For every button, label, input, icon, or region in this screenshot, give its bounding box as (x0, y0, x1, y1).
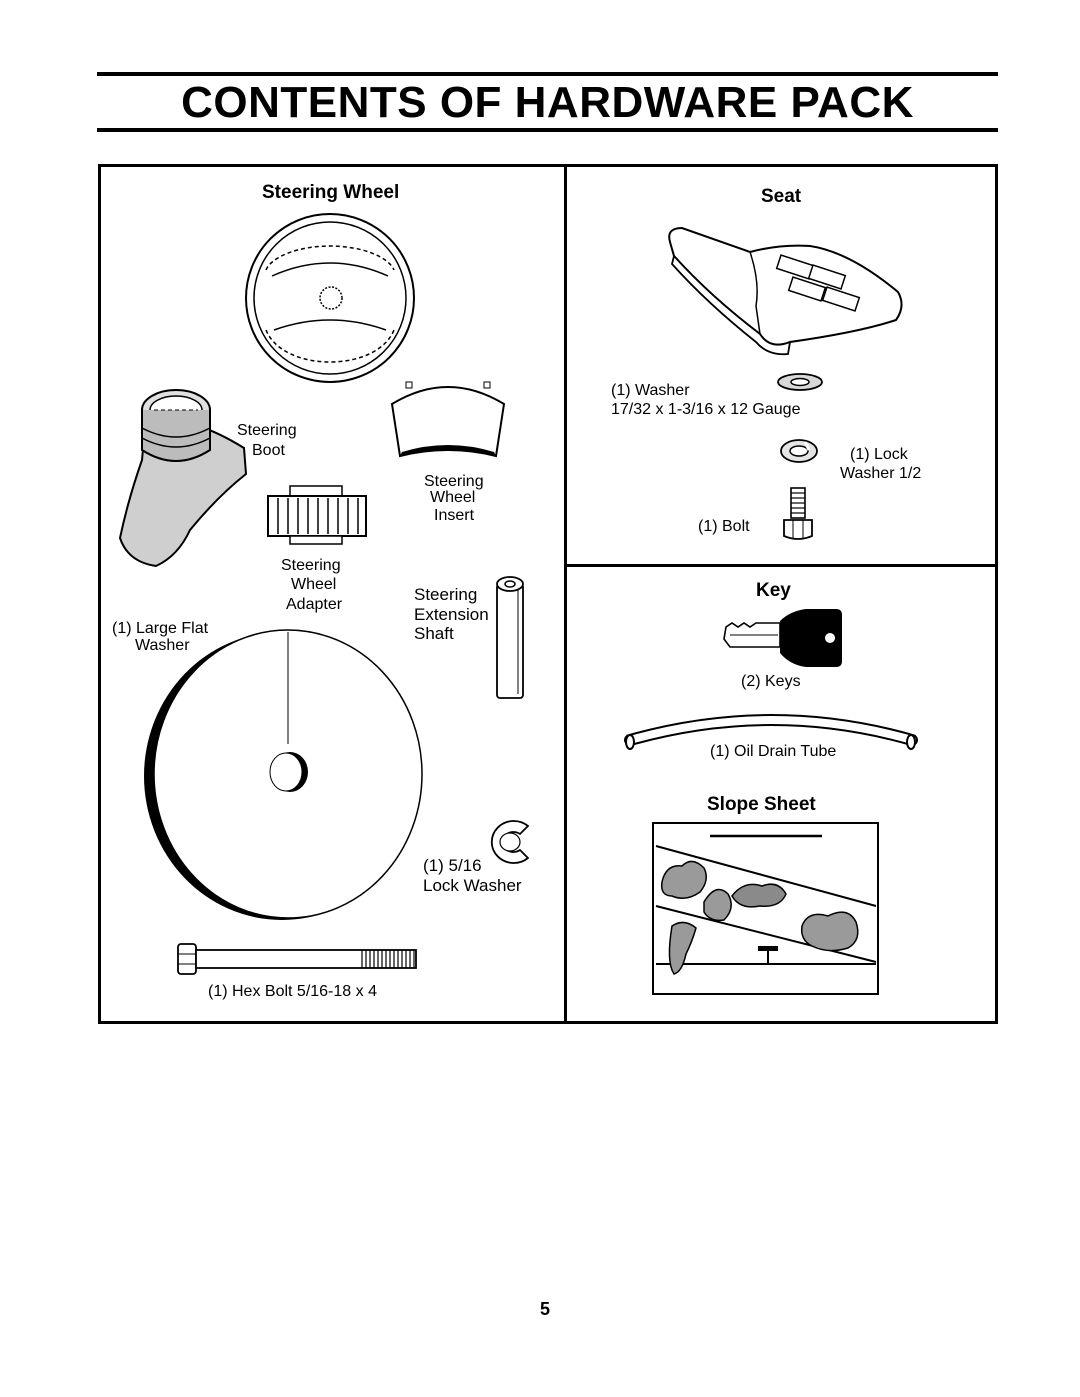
page-title: CONTENTS OF HARDWARE PACK (181, 78, 914, 127)
oil-drain-tube-illustration (624, 714, 918, 750)
extension-shaft-label-2: Extension (414, 605, 489, 624)
panel-horizontal-divider (564, 564, 998, 567)
steering-wheel-adapter-illustration (267, 485, 367, 545)
steering-wheel-insert-label-3: Insert (434, 507, 475, 524)
steering-wheel-insert-illustration (390, 381, 506, 458)
page-number: 5 (539, 1299, 550, 1319)
title-bottom-rule (97, 128, 998, 132)
seat-illustration (668, 226, 903, 356)
oil-drain-tube-label: (1) Oil Drain Tube (710, 743, 837, 760)
hex-bolt-label: (1) Hex Bolt 5/16-18 x 4 (208, 983, 377, 1000)
panel-vertical-divider (564, 164, 567, 1024)
extension-shaft-illustration (496, 576, 524, 699)
large-flat-washer-illustration (144, 629, 423, 920)
seat-lock-washer-label-1: (1) Lock (850, 446, 908, 463)
keys-label: (2) Keys (741, 673, 801, 690)
steering-wheel-adapter-label-1: Steering (281, 557, 341, 574)
hardware-panel (98, 164, 998, 1024)
seat-heading: Seat (761, 186, 802, 207)
title-top-rule (97, 72, 998, 76)
lock-washer-5-16-icon (490, 820, 530, 864)
steering-wheel-adapter-label-3: Adapter (286, 596, 343, 613)
steering-wheel-adapter-label-2: Wheel (291, 576, 337, 593)
lock-washer-5-16-label-2: Lock Washer (423, 876, 522, 895)
steering-wheel-insert-label-2: Wheel (430, 489, 476, 506)
extension-shaft-label-1: Steering (414, 585, 478, 604)
seat-lock-washer-label-2: Washer 1/2 (840, 465, 922, 482)
slope-sheet-illustration (652, 822, 879, 995)
seat-washer-label-1: (1) Washer (611, 382, 690, 399)
large-flat-washer-label-1: (1) Large Flat (112, 620, 209, 637)
hex-bolt-illustration (177, 943, 417, 975)
bolt-icon (783, 487, 813, 540)
flat-washer-icon (777, 373, 823, 391)
seat-washer-label-2: 17/32 x 1-3/16 x 12 Gauge (611, 401, 801, 418)
extension-shaft-label-3: Shaft (414, 624, 454, 643)
key-illustration (723, 609, 842, 667)
steering-wheel-insert-label-1: Steering (424, 473, 484, 490)
steering-boot-label-1: Steering (237, 422, 297, 439)
large-flat-washer-label-2: Washer (135, 637, 190, 654)
steering-wheel-illustration (245, 213, 415, 383)
steering-wheel-heading: Steering Wheel (262, 182, 400, 203)
steering-boot-label-2: Boot (252, 442, 285, 459)
steering-boot-illustration (118, 389, 248, 568)
slope-sheet-heading: Slope Sheet (707, 794, 816, 815)
key-heading: Key (756, 580, 791, 601)
lock-washer-5-16-label-1: (1) 5/16 (423, 856, 482, 875)
lock-washer-icon (780, 439, 818, 463)
seat-bolt-label: (1) Bolt (698, 518, 750, 535)
